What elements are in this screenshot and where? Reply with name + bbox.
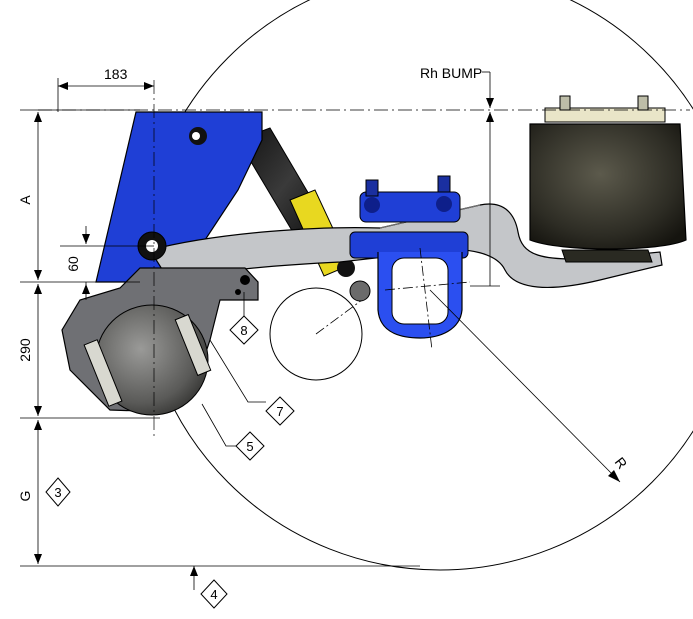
front-air-bag xyxy=(83,304,212,416)
dim-290-label: 290 xyxy=(17,338,33,362)
dimension-lines xyxy=(20,71,500,590)
axle-seat xyxy=(349,175,469,339)
callout-7-label: 7 xyxy=(276,404,283,419)
dim-g-label: G xyxy=(17,491,33,502)
callout-7: 7 xyxy=(265,396,295,426)
dim-a-label: A xyxy=(17,195,33,205)
dim-183-label: 183 xyxy=(104,66,128,82)
callout-4-label: 4 xyxy=(210,587,217,602)
callout-8-label: 8 xyxy=(240,323,247,338)
radius-r-label: R xyxy=(612,454,631,472)
dimension-arrows xyxy=(34,82,494,576)
shock-absorber xyxy=(237,127,371,302)
hanger-bracket xyxy=(95,111,263,283)
callout-leaders xyxy=(201,292,266,447)
callout-5-label: 5 xyxy=(246,439,253,454)
callout-3-label: 3 xyxy=(54,485,61,500)
callout-4: 4 xyxy=(200,579,228,609)
main-air-spring xyxy=(529,95,687,263)
callout-3: 3 xyxy=(45,477,71,507)
callout-5: 5 xyxy=(235,431,265,461)
rh-bump-label: Rh BUMP xyxy=(420,65,482,81)
callout-8: 8 xyxy=(229,315,259,345)
dim-60-label: 60 xyxy=(65,256,81,272)
